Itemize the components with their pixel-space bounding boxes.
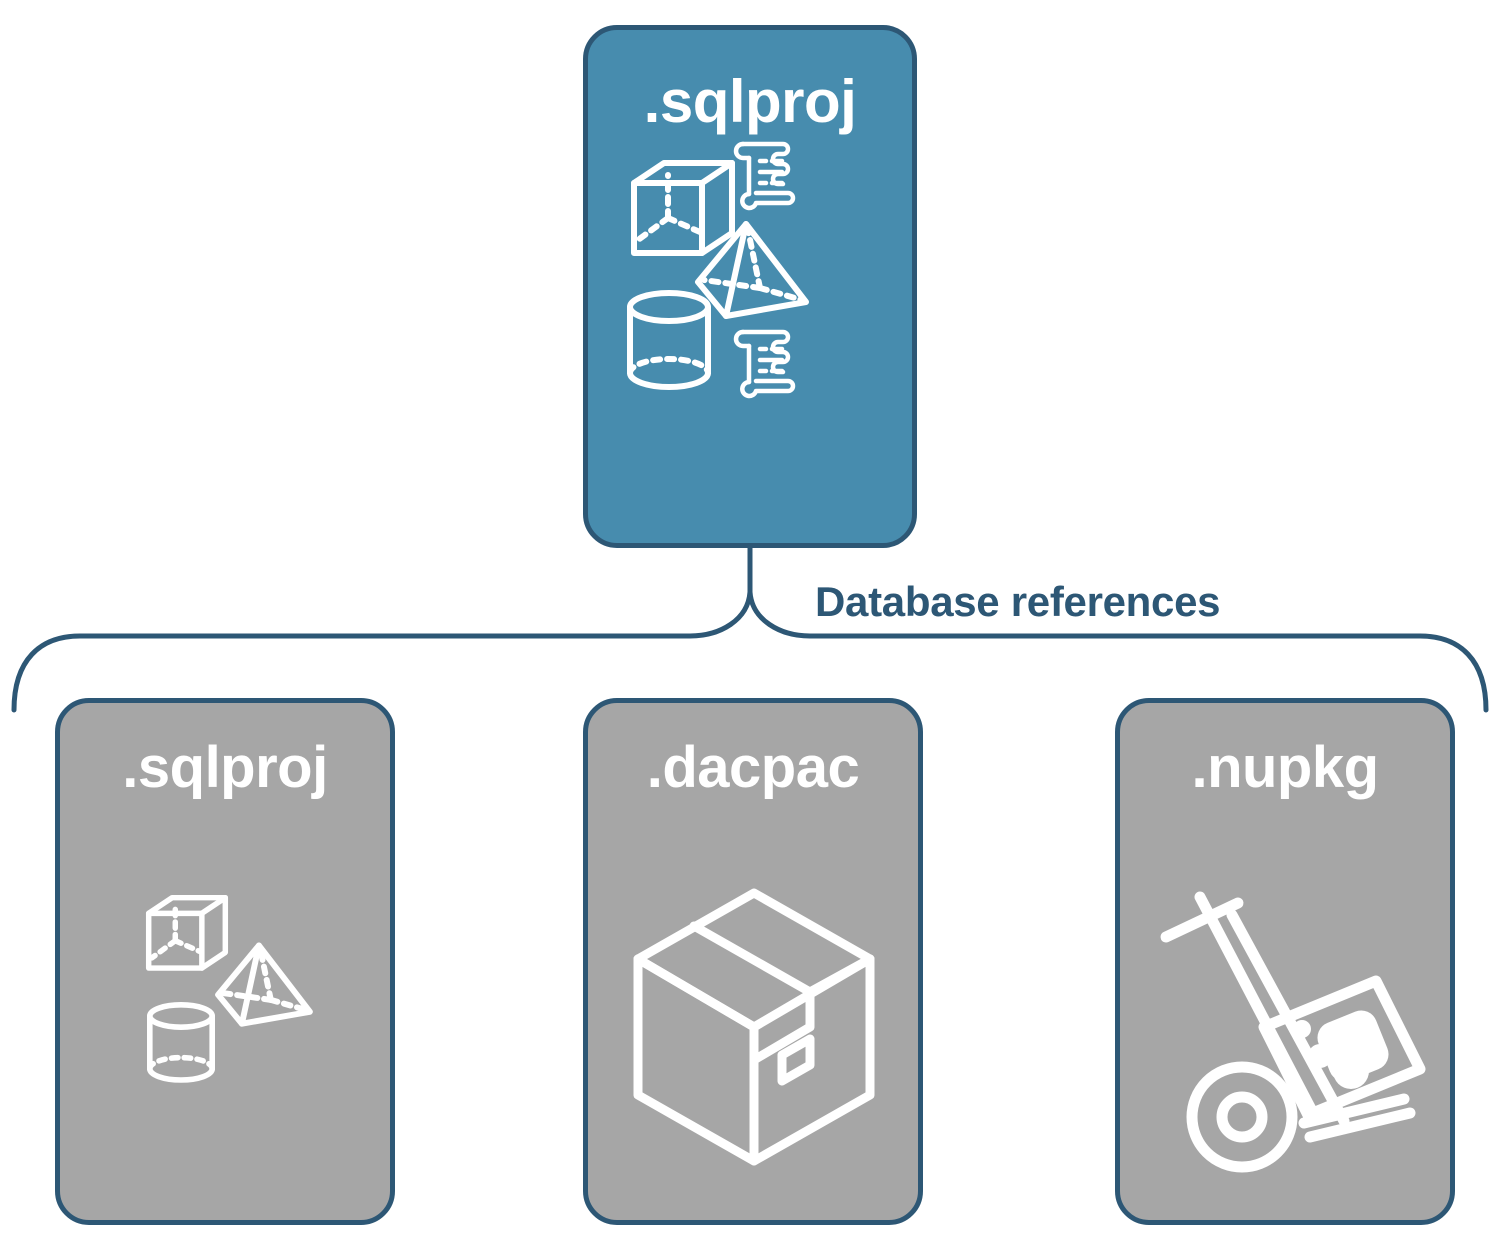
pyramid-icon <box>215 942 313 1027</box>
scroll-icon <box>733 329 796 399</box>
cylinder-icon <box>627 290 711 390</box>
node-sqlproj-top[interactable]: .sqlproj <box>583 25 917 548</box>
database-references-bracket <box>11 545 1489 713</box>
cube-icon <box>145 894 229 971</box>
node-sqlproj-top-label: .sqlproj <box>643 68 857 135</box>
node-sqlproj-reference-label: .sqlproj <box>122 735 328 800</box>
hand-truck-nuget-icon <box>1160 891 1426 1173</box>
node-sqlproj-reference[interactable]: .sqlproj <box>55 698 395 1225</box>
node-dacpac[interactable]: .dacpac <box>583 698 923 1225</box>
node-nupkg-label: .nupkg <box>1191 735 1379 800</box>
cube-icon <box>631 160 735 256</box>
package-box-icon <box>633 888 875 1166</box>
cylinder-icon <box>147 1002 215 1083</box>
node-nupkg-icons <box>1120 797 1450 1220</box>
node-dacpac-label: .dacpac <box>646 735 860 800</box>
node-sqlproj-reference-icons <box>60 797 390 1220</box>
pyramid-icon <box>695 221 809 319</box>
node-nupkg[interactable]: .nupkg <box>1115 698 1455 1225</box>
node-sqlproj-top-icons <box>588 132 912 543</box>
bracket-label: Database references <box>815 578 1221 625</box>
node-dacpac-icons <box>588 797 918 1220</box>
scroll-icon <box>733 141 796 211</box>
